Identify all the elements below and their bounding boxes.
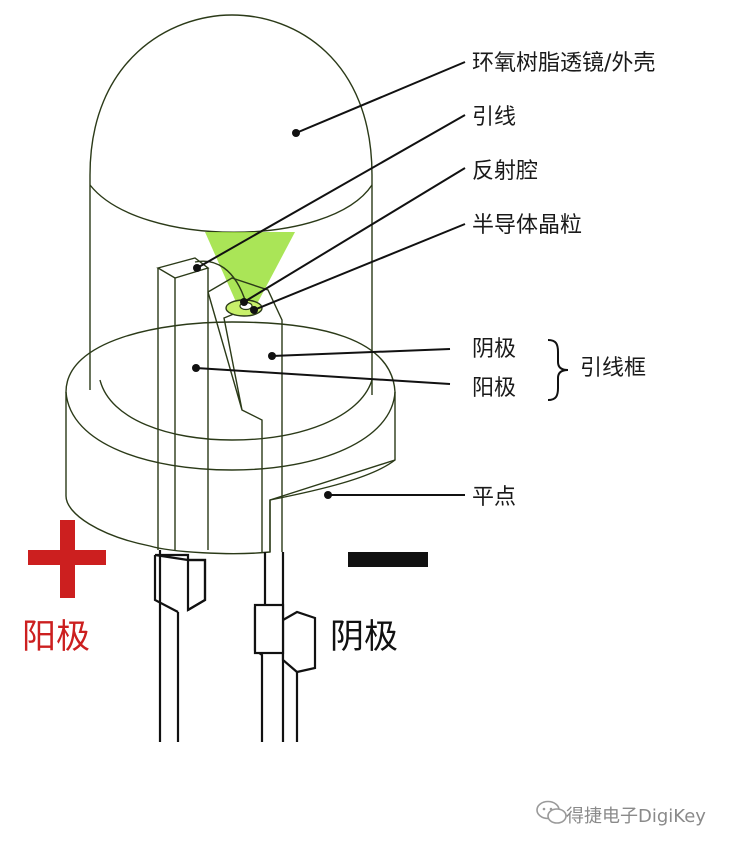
dot-flat <box>324 491 332 499</box>
dot-anode <box>192 364 200 372</box>
anode-leg <box>158 550 180 742</box>
label-reflector: 反射腔 <box>472 159 538 184</box>
leader-reflector <box>243 167 466 303</box>
cathode-leg-tab <box>253 603 285 655</box>
cathode-leg-step <box>281 610 317 674</box>
anode-leg-kink <box>153 555 207 613</box>
leader-die <box>253 223 466 311</box>
leadframe-brace <box>547 339 569 401</box>
epoxy-lens <box>89 14 373 395</box>
plus-vertical <box>60 520 75 598</box>
leader-cathode <box>271 348 451 357</box>
wechat-icon <box>536 800 567 824</box>
cathode-frame <box>207 277 283 552</box>
dot-cathode <box>268 352 276 360</box>
label-leadframe: 引线框 <box>580 356 646 381</box>
label-anode-lower: 阳极 <box>472 376 516 401</box>
label-cathode-upper: 阴极 <box>472 337 516 362</box>
cathode-label: 阴极 <box>330 617 398 657</box>
leader-lens <box>295 61 466 134</box>
leader-anode <box>195 367 451 385</box>
label-flat: 平点 <box>472 485 516 510</box>
leader-wire <box>196 114 466 269</box>
leader-lines <box>195 61 466 496</box>
flange-top-ellipse <box>65 391 396 471</box>
dot-lens <box>292 129 300 137</box>
flange-inner-ellipse <box>99 379 373 441</box>
label-die: 半导体晶粒 <box>472 213 582 238</box>
dot-wire <box>193 264 201 272</box>
light-cone <box>205 232 295 302</box>
flat-edge <box>269 459 396 501</box>
anode-leg-step <box>154 553 207 612</box>
dot-die <box>250 306 258 314</box>
minus-bar <box>348 552 428 567</box>
anode-post <box>157 268 209 550</box>
anode-label: 阳极 <box>22 617 90 657</box>
label-wire: 引线 <box>472 105 516 130</box>
bond-wire <box>194 260 247 304</box>
watermark-text: 得捷电子DigiKey <box>566 806 706 827</box>
label-lens: 环氧树脂透镜/外壳 <box>472 51 655 76</box>
base-flange <box>65 321 396 555</box>
dot-reflector <box>240 298 248 306</box>
